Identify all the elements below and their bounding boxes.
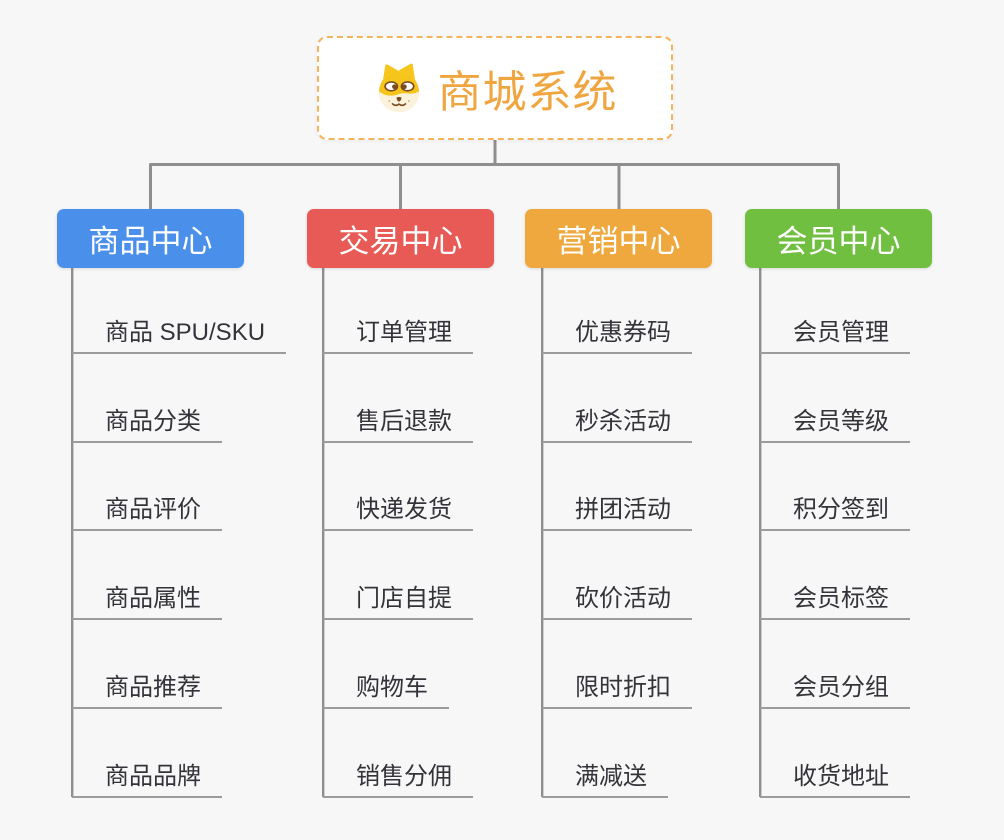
leaf-node[interactable]: 商品品牌 [72,762,222,798]
leaf-node[interactable]: 订单管理 [323,318,473,354]
leaf-node[interactable]: 拼团活动 [542,495,692,531]
leaf-node[interactable]: 购物车 [323,673,449,709]
leaf-node[interactable]: 商品推荐 [72,673,222,709]
leaf-node[interactable]: 秒杀活动 [542,407,692,443]
leaf-node[interactable]: 售后退款 [323,407,473,443]
leaf-node[interactable]: 限时折扣 [542,673,692,709]
leaf-node[interactable]: 商品分类 [72,407,222,443]
root-branch-connector [149,140,840,209]
branch-node-marketing-center[interactable]: 营销中心 [525,209,712,268]
leaf-node[interactable]: 商品评价 [72,495,222,531]
leaf-node[interactable]: 门店自提 [323,584,473,620]
leaf-node[interactable]: 收货地址 [760,762,910,798]
branch-node-trade-center[interactable]: 交易中心 [307,209,494,268]
branch-node-product-center[interactable]: 商品中心 [57,209,244,268]
root-node-title: 商城系统 [437,68,618,117]
leaf-node[interactable]: 砍价活动 [542,584,692,620]
dog-icon [378,63,419,113]
leaf-node[interactable]: 商品 SPU/SKU [72,318,287,354]
leaf-node[interactable]: 优惠券码 [542,318,692,354]
leaf-node[interactable]: 商品属性 [72,584,222,620]
leaf-node[interactable]: 会员分组 [760,673,910,709]
leaf-node[interactable]: 快递发货 [323,495,473,531]
leaf-node[interactable]: 销售分佣 [323,762,473,798]
branch-node-member-center[interactable]: 会员中心 [745,209,932,268]
leaf-node[interactable]: 满减送 [542,762,668,798]
leaf-node[interactable]: 会员标签 [760,584,910,620]
root-node[interactable]: 商城系统 [317,36,673,140]
leaf-node[interactable]: 积分签到 [760,495,910,531]
leaf-node[interactable]: 会员等级 [760,407,910,443]
leaf-node[interactable]: 会员管理 [760,318,910,354]
